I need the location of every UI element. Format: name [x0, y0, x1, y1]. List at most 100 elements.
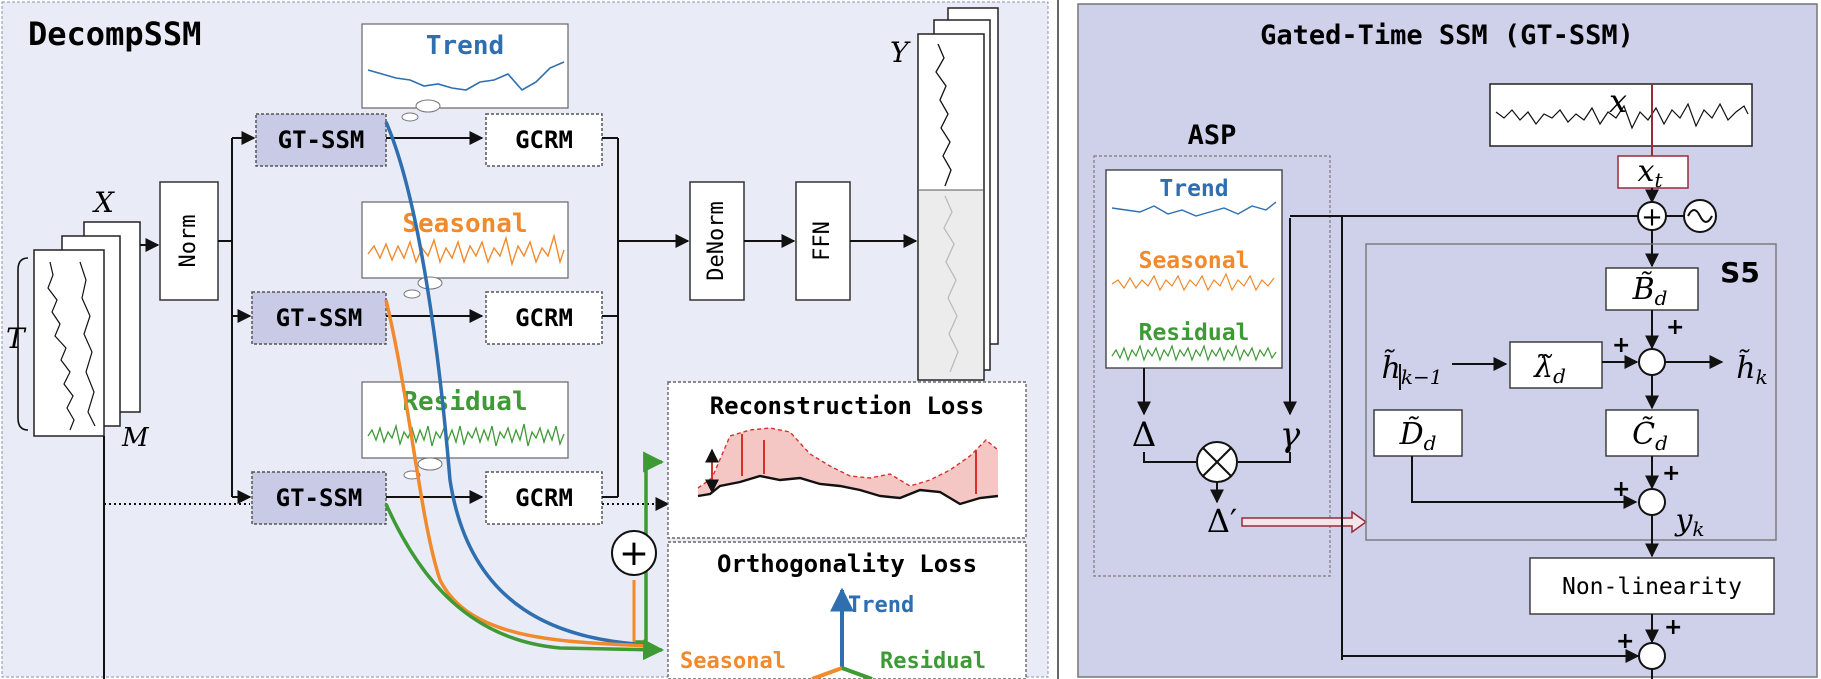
trend-bubble-1 [415, 99, 441, 113]
seasonal-thumbnail [361, 201, 569, 279]
input-series-waveform-2 [79, 261, 96, 427]
asp-residual-label: Residual [1139, 320, 1250, 346]
ortho-residual-label: Residual [880, 649, 986, 674]
ortho-trend-label: Trend [848, 593, 914, 618]
asp-trend-wave [1111, 201, 1277, 217]
norm-label: Norm [176, 215, 201, 268]
nonlinearity-label: Non-linearity [1562, 574, 1742, 600]
skip-plus-sign: + [1616, 629, 1634, 654]
asp-box [1093, 155, 1331, 577]
time-brace [17, 257, 29, 431]
seasonal-title: Seasonal [402, 209, 527, 239]
time-sum-plus: + [1641, 203, 1663, 233]
delta-prime-arrow [1241, 510, 1368, 534]
gtssm-label-1: GT-SSM [278, 126, 365, 154]
s5-label: S5 [1720, 256, 1760, 289]
output-history-wave [935, 43, 952, 187]
residual-bubble-1 [417, 457, 443, 471]
seasonal-flow-line [384, 299, 651, 648]
trend-title: Trend [426, 31, 504, 61]
right-panel-title: Gated-Time SSM (GT-SSM) [1260, 20, 1634, 51]
output-forecast-wave [943, 195, 959, 373]
seasonal-bubble-2 [403, 289, 421, 299]
C-label: C̃d [1632, 417, 1668, 455]
trend-flow-line [384, 121, 651, 647]
state-sum-node [1638, 348, 1666, 376]
lambda-label: λ̃d [1533, 350, 1566, 388]
x-label: x [1609, 82, 1627, 120]
C-plus-sign: + [1662, 461, 1680, 486]
B-label: B̃d [1632, 272, 1668, 310]
s5-box [1365, 243, 1777, 541]
residual-flow-line [384, 503, 665, 661]
D-plus-sign: + [1612, 477, 1630, 502]
ortho-seasonal-label: Seasonal [680, 649, 786, 674]
hk-label: h̃k [1736, 349, 1767, 389]
B-box [1605, 267, 1699, 311]
gcrm-box-3 [485, 471, 603, 525]
gtssm-label-2: GT-SSM [276, 304, 363, 332]
delta-label: Δ [1132, 415, 1157, 455]
norm-box [159, 181, 219, 301]
asp-seasonal-label: Seasonal [1139, 248, 1250, 274]
D-box [1373, 409, 1463, 457]
output-forecast-region [919, 190, 983, 379]
xt-box [1617, 155, 1689, 189]
D-to-y-sum [1411, 456, 1638, 509]
yk-label: yk [1673, 503, 1704, 541]
gtssm-box-1 [255, 113, 387, 167]
gcrm-box-2 [485, 291, 603, 345]
input-series-front [33, 249, 105, 437]
seasonal-bubble-1 [417, 276, 443, 290]
xt-label: xt [1638, 154, 1664, 192]
B-plus-sign: + [1666, 315, 1684, 340]
output-sum-node [1638, 488, 1666, 516]
input-x-label: X [92, 186, 115, 219]
ortho-seasonal-axis [811, 666, 843, 679]
delta-to-mult [1143, 452, 1196, 463]
residual-thumbnail [361, 381, 569, 459]
loss-sum-node [611, 530, 657, 576]
h-prev-label: h̃k−1 [1382, 349, 1443, 389]
gcrm-label-1: GCRM [515, 126, 573, 154]
left-panel-title: DecompSSM [28, 15, 201, 53]
nonlinearity-box [1529, 557, 1775, 615]
delta-prime-label: Δ′ [1207, 502, 1237, 540]
residual-wave [367, 423, 565, 447]
gtssm-box-2 [251, 291, 387, 345]
residual-title: Residual [402, 387, 527, 417]
output-y-label: Y [890, 36, 911, 69]
asp-residual-wave [1111, 344, 1277, 362]
asp-title: ASP [1188, 120, 1237, 151]
denorm-label: DeNorm [704, 201, 729, 280]
gcrm-label-2: GCRM [515, 304, 573, 332]
gcrm-label-3: GCRM [515, 484, 573, 512]
asp-trend-label: Trend [1159, 176, 1228, 202]
lambda-box [1509, 341, 1603, 389]
gcrm-box-1 [485, 113, 603, 167]
time-dim-label: T [6, 322, 27, 355]
ortho-residual-axis [841, 666, 873, 679]
D-label: D̃d [1399, 417, 1437, 455]
input-series-waveform [47, 261, 75, 431]
ffn-label: FFN [810, 221, 835, 261]
nonlin-plus-sign: + [1664, 615, 1682, 640]
gtssm-label-3: GT-SSM [276, 484, 363, 512]
seasonal-wave [367, 233, 565, 267]
multiply-x-2 [1202, 447, 1232, 477]
asp-seasonal-wave [1111, 272, 1275, 292]
sine-icon [1687, 209, 1713, 223]
asp-components-box [1105, 169, 1283, 369]
recon-loss-title: Reconstruction Loss [710, 392, 985, 420]
ortho-loss-title: Orthogonality Loss [717, 550, 977, 578]
gamma-label: γ [1280, 415, 1301, 455]
gamma-to-mult [1238, 452, 1291, 463]
loss-sum-plus: + [619, 533, 649, 574]
recon-loss-target-dashed [697, 427, 999, 489]
trend-wave [367, 61, 565, 92]
C-box [1605, 409, 1699, 457]
recon-loss-prediction [697, 474, 999, 506]
residual-sum-node [1638, 642, 1666, 670]
